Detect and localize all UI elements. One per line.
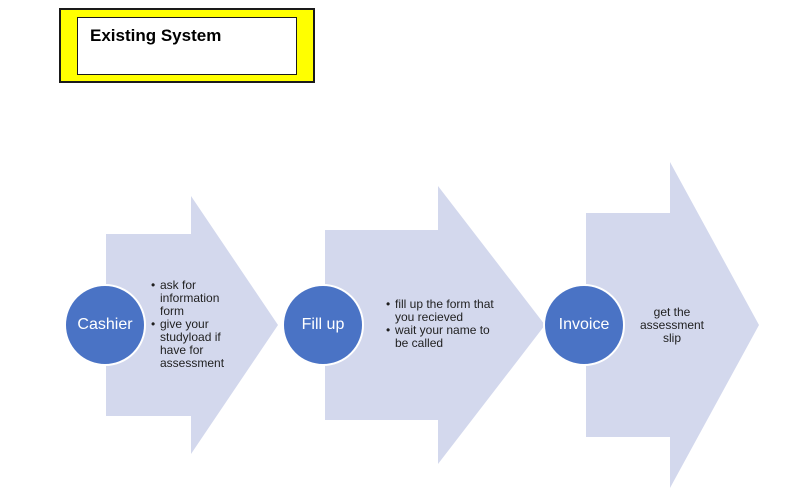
page-title: Existing System	[90, 26, 222, 45]
step-1-bullet-list: ask for information form give your study…	[151, 279, 243, 370]
step-1-circle	[64, 284, 146, 366]
step-3-arrow	[586, 162, 759, 488]
step-3-circle	[543, 284, 625, 366]
step-1-details: ask for information form give your study…	[151, 279, 243, 370]
step-3-text: get the assessment slip	[639, 305, 705, 345]
step-1-bullet: give your studyload if have for assessme…	[151, 318, 243, 370]
step-2-bullet: fill up the form that you recieved	[386, 298, 502, 324]
step-2-details: fill up the form that you recieved wait …	[386, 298, 502, 350]
title-box: Existing System	[59, 8, 315, 83]
step-2-circle	[282, 284, 364, 366]
step-2-bullet: wait your name to be called	[386, 324, 502, 350]
step-3-label: Invoice	[558, 316, 610, 333]
step-3-details: get the assessment slip	[638, 306, 706, 345]
step-2-label: Fill up	[301, 316, 345, 333]
step-1-label: Cashier	[77, 316, 133, 333]
title-inner-box: Existing System	[77, 17, 297, 75]
step-2-bullet-list: fill up the form that you recieved wait …	[386, 298, 502, 350]
step-1-bullet: ask for information form	[151, 279, 243, 318]
